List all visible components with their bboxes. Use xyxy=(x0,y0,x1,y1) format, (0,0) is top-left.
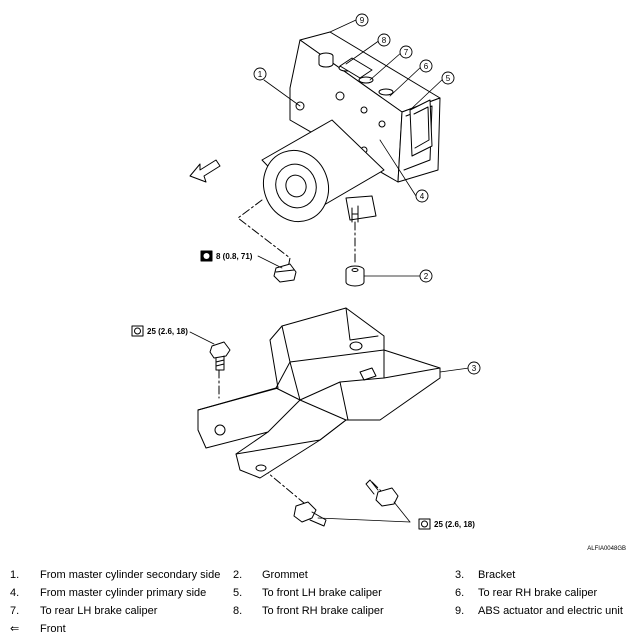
callout-1: 1 xyxy=(258,70,263,79)
legend-row: 1. From master cylinder secondary side 2… xyxy=(0,566,636,584)
bracket-bolt xyxy=(209,341,231,371)
front-symbol-icon: ⇐ xyxy=(10,623,20,635)
legend-row: 4. From master cylinder primary side 5. … xyxy=(0,584,636,602)
bracket xyxy=(197,307,441,479)
actuator-bolt-left xyxy=(293,501,327,527)
actuator-bolt-right xyxy=(365,479,399,507)
abs-actuator-diagram: 1 2 3 4 5 6 7 8 9 8 (0.8, 71) 25 (2.6, 1… xyxy=(131,13,626,552)
abs-actuator-unit xyxy=(261,31,441,223)
legend-num: 2. xyxy=(233,569,243,581)
callout-6: 6 xyxy=(424,62,429,71)
callout-7: 7 xyxy=(404,48,409,57)
legend-row: 7. To rear LH brake caliper 8. To front … xyxy=(0,602,636,620)
legend-num: 3. xyxy=(455,569,465,581)
legend-text: From master cylinder primary side xyxy=(40,587,207,599)
grommet xyxy=(345,265,365,287)
callout-5: 5 xyxy=(446,74,451,83)
legend-text: ABS actuator and electric unit xyxy=(478,605,623,617)
torque-bracket-bolt: 25 (2.6, 18) xyxy=(147,327,188,336)
torque-wrench-icon xyxy=(200,250,213,262)
legend-num: 4. xyxy=(10,587,20,599)
legend: 1. From master cylinder secondary side 2… xyxy=(0,566,636,644)
mounting-nut xyxy=(273,263,297,283)
callout-3: 3 xyxy=(472,364,477,373)
legend-text: Grommet xyxy=(262,569,308,581)
torque-nut: 8 (0.8, 71) xyxy=(216,252,253,261)
callout-8: 8 xyxy=(382,36,387,45)
callouts xyxy=(253,13,481,375)
front-label: Front xyxy=(40,623,66,635)
legend-text: From master cylinder secondary side xyxy=(40,569,221,581)
callout-2: 2 xyxy=(424,272,429,281)
legend-num: 8. xyxy=(233,605,243,617)
legend-row-front: ⇐ Front xyxy=(0,620,636,638)
legend-text: To rear LH brake caliper xyxy=(40,605,158,617)
figure-code: ALFIA0048GB xyxy=(587,546,626,552)
torque-wrench-icon xyxy=(131,325,144,337)
legend-num: 1. xyxy=(10,569,20,581)
legend-num: 7. xyxy=(10,605,20,617)
legend-num: 5. xyxy=(233,587,243,599)
legend-text: To front RH brake caliper xyxy=(262,605,384,617)
callout-4: 4 xyxy=(420,192,425,201)
front-arrow-icon xyxy=(189,159,221,183)
legend-text: To rear RH brake caliper xyxy=(478,587,598,599)
callout-9: 9 xyxy=(360,16,365,25)
torque-actuator-bolts: 25 (2.6, 18) xyxy=(434,520,475,529)
legend-text: To front LH brake caliper xyxy=(262,587,382,599)
legend-num: 6. xyxy=(455,587,465,599)
leader-lines xyxy=(189,19,470,523)
torque-wrench-icon xyxy=(418,518,431,530)
legend-num: 9. xyxy=(455,605,465,617)
legend-text: Bracket xyxy=(478,569,516,581)
